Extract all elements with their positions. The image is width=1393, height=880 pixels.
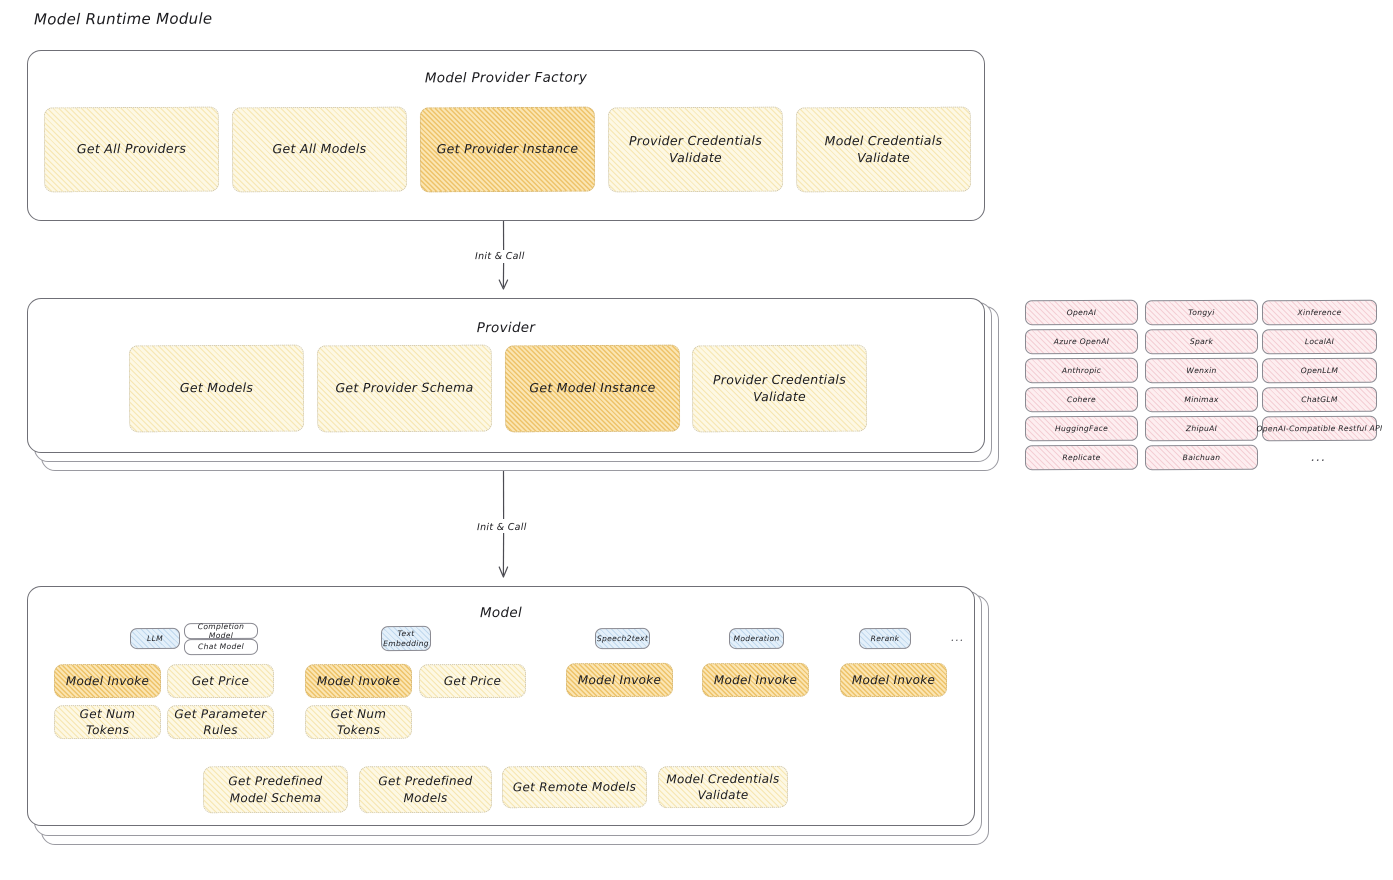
model-groups-more: ... bbox=[950, 630, 965, 645]
model-box-model-credentials-validate[interactable]: Model Credentials Validate bbox=[657, 765, 789, 809]
model-panel: Model bbox=[27, 586, 975, 826]
model-box-speech2text-model-invoke[interactable]: Model Invoke bbox=[565, 662, 674, 698]
model-box-llm-get-num-tokens[interactable]: Get Num Tokens bbox=[53, 704, 162, 740]
provider-chip-azure-openai[interactable]: Azure OpenAI bbox=[1024, 328, 1139, 355]
arrow-factory-to-provider bbox=[498, 220, 509, 290]
provider-box-get-models[interactable]: Get Models bbox=[128, 344, 305, 433]
provider-chip-zhipuai[interactable]: ZhipuAI bbox=[1144, 415, 1259, 442]
model-box-get-predefined-models[interactable]: Get Predefined Models bbox=[358, 765, 493, 814]
provider-chip-localai[interactable]: LocalAI bbox=[1261, 328, 1378, 355]
model-badge-llm[interactable]: LLM bbox=[129, 627, 181, 650]
provider-box-provider-credentials-validate[interactable]: Provider Credentials Validate bbox=[691, 344, 868, 433]
provider-chip-tongyi[interactable]: Tongyi bbox=[1144, 299, 1259, 326]
model-box-embedding-get-num-tokens[interactable]: Get Num Tokens bbox=[304, 704, 413, 740]
provider-chip-openai[interactable]: OpenAI bbox=[1024, 299, 1139, 326]
model-box-get-predefined-model-schema[interactable]: Get Predefined Model Schema bbox=[202, 765, 349, 814]
provider-box-get-provider-schema[interactable]: Get Provider Schema bbox=[316, 344, 493, 433]
arrow-label-init-and-call-2: Init & Call bbox=[473, 521, 530, 534]
provider-chip-minimax[interactable]: Minimax bbox=[1144, 386, 1259, 413]
model-badge-rerank[interactable]: Rerank bbox=[858, 627, 912, 650]
provider-chip-spark[interactable]: Spark bbox=[1144, 328, 1259, 355]
provider-chip-huggingface[interactable]: HuggingFace bbox=[1024, 415, 1139, 442]
model-box-embedding-model-invoke[interactable]: Model Invoke bbox=[304, 663, 413, 699]
model-badge-completion-model[interactable]: Completion Model bbox=[183, 621, 259, 640]
provider-title: Provider bbox=[476, 319, 536, 337]
model-box-embedding-get-price[interactable]: Get Price bbox=[418, 663, 527, 699]
model-badge-speech2text[interactable]: Speech2text bbox=[594, 627, 651, 650]
provider-chip-chatglm[interactable]: ChatGLM bbox=[1261, 386, 1378, 413]
model-box-llm-get-price[interactable]: Get Price bbox=[166, 663, 275, 699]
factory-box-get-provider-instance[interactable]: Get Provider Instance bbox=[419, 106, 596, 193]
provider-box-get-model-instance[interactable]: Get Model Instance bbox=[504, 344, 681, 433]
model-box-llm-model-invoke[interactable]: Model Invoke bbox=[53, 663, 162, 699]
model-badge-chat-model[interactable]: Chat Model bbox=[183, 638, 259, 656]
model-title: Model bbox=[479, 604, 523, 622]
provider-chip-anthropic[interactable]: Anthropic bbox=[1024, 357, 1139, 384]
factory-box-get-all-models[interactable]: Get All Models bbox=[231, 106, 408, 193]
arrow-provider-to-model bbox=[498, 470, 509, 578]
provider-chip-openai-compatible-restful-api[interactable]: OpenAI-Compatible Restful API bbox=[1256, 415, 1383, 442]
provider-chip-baichuan[interactable]: Baichuan bbox=[1144, 444, 1259, 471]
provider-chip-xinference[interactable]: Xinference bbox=[1261, 299, 1378, 326]
model-badge-moderation[interactable]: Moderation bbox=[728, 627, 785, 650]
model-badge-text-embedding[interactable]: Text Embedding bbox=[380, 625, 432, 652]
model-provider-factory-title: Model Provider Factory bbox=[424, 69, 588, 87]
factory-box-provider-credentials-validate[interactable]: Provider Credentials Validate bbox=[607, 106, 784, 193]
provider-chip-openllm[interactable]: OpenLLM bbox=[1261, 357, 1378, 384]
factory-box-model-credentials-validate[interactable]: Model Credentials Validate bbox=[795, 106, 972, 193]
model-box-rerank-model-invoke[interactable]: Model Invoke bbox=[839, 662, 948, 698]
arrow-label-init-and-call-1: Init & Call bbox=[471, 250, 528, 263]
model-box-get-remote-models[interactable]: Get Remote Models bbox=[501, 765, 648, 809]
model-box-moderation-model-invoke[interactable]: Model Invoke bbox=[701, 662, 810, 698]
model-box-llm-get-parameter-rules[interactable]: Get Parameter Rules bbox=[166, 704, 275, 740]
provider-chip-wenxin[interactable]: Wenxin bbox=[1144, 357, 1259, 384]
provider-chip-cohere[interactable]: Cohere bbox=[1024, 386, 1139, 413]
provider-chip-replicate[interactable]: Replicate bbox=[1024, 444, 1139, 471]
provider-list-more: ... bbox=[1310, 449, 1327, 466]
page-title: Model Runtime Module bbox=[33, 9, 213, 29]
factory-box-get-all-providers[interactable]: Get All Providers bbox=[43, 106, 220, 193]
